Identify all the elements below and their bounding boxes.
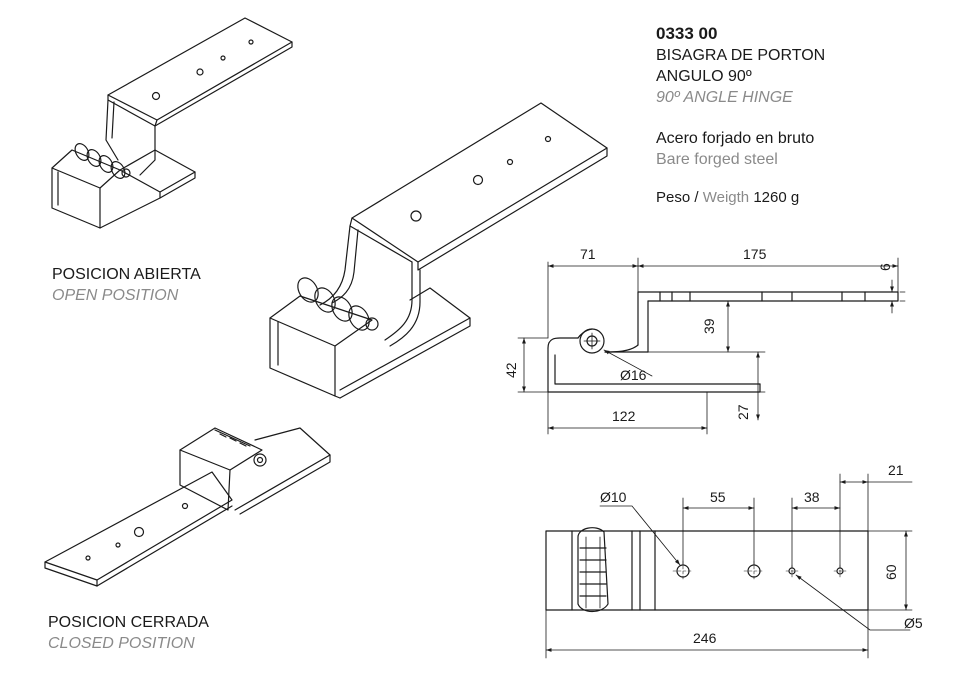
dim-39: 39 bbox=[701, 318, 717, 334]
weight-label-es: Peso bbox=[656, 189, 691, 206]
open-hinge-small-illustration bbox=[51, 17, 293, 229]
dim-71: 71 bbox=[580, 246, 596, 262]
weight-value: 1260 g bbox=[753, 189, 800, 206]
open-hinge-large-illustration bbox=[269, 102, 608, 399]
dim-175: 175 bbox=[743, 246, 767, 262]
weight-line: Peso / Weigth 1260 g bbox=[656, 189, 799, 206]
product-code: 0333 00 bbox=[656, 24, 718, 43]
dim-d5: Ø5 bbox=[904, 615, 923, 631]
dim-d16: Ø16 bbox=[620, 367, 647, 383]
dim-d10: Ø10 bbox=[600, 489, 627, 505]
product-name-es-1: BISAGRA DE PORTON bbox=[656, 47, 826, 64]
closed-hinge-illustration bbox=[44, 427, 331, 587]
product-name-es-2: ANGULO 90º bbox=[656, 68, 752, 85]
dim-27: 27 bbox=[735, 404, 751, 420]
dim-42: 42 bbox=[503, 362, 519, 378]
dim-60: 60 bbox=[883, 564, 899, 580]
dim-6: 6 bbox=[877, 263, 893, 271]
product-name-en: 90º ANGLE HINGE bbox=[656, 89, 793, 106]
closed-position-en: CLOSED POSITION bbox=[48, 635, 195, 652]
material-en: Bare forged steel bbox=[656, 151, 778, 168]
side-view-drawing: 71 175 6 39 42 Ø16 122 27 bbox=[503, 246, 906, 435]
dim-246: 246 bbox=[693, 630, 717, 646]
closed-position-es: POSICION CERRADA bbox=[48, 614, 209, 631]
dim-122: 122 bbox=[612, 408, 636, 424]
weight-separator: / bbox=[694, 189, 699, 206]
dim-38: 38 bbox=[804, 489, 820, 505]
open-position-es: POSICION ABIERTA bbox=[52, 266, 201, 283]
material-es: Acero forjado en bruto bbox=[656, 130, 815, 147]
open-position-en: OPEN POSITION bbox=[52, 287, 179, 304]
weight-label-en: Weigth bbox=[702, 189, 750, 206]
dim-21: 21 bbox=[888, 462, 904, 478]
top-view-drawing: 21 Ø10 55 38 60 Ø5 246 bbox=[545, 462, 923, 659]
dim-55: 55 bbox=[710, 489, 726, 505]
